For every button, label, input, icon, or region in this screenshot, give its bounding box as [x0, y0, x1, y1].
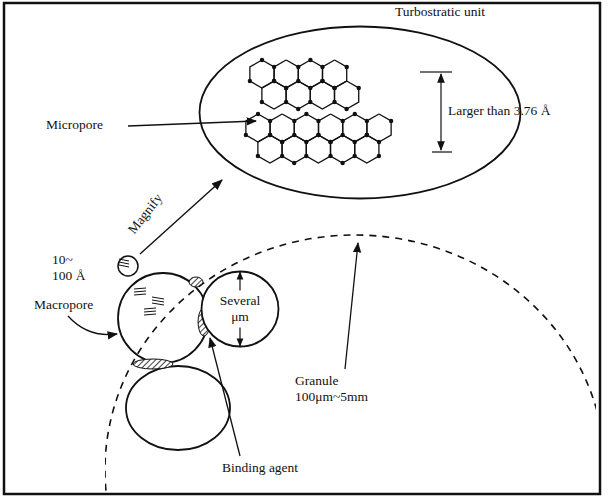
- granule-outline: [105, 233, 596, 492]
- spacing-label: Larger than 3.76 Å: [448, 103, 550, 119]
- macropore-arrow: [68, 316, 117, 335]
- granule-label: Granule 100μm~5mm: [295, 373, 377, 404]
- turbostratic-marks: [119, 259, 164, 315]
- micro-unit-circle: [118, 256, 138, 276]
- macropore-label: Macropore: [34, 297, 93, 313]
- particle-circle: Several μm: [200, 270, 280, 348]
- size-range-label: 10~ 100 Å: [52, 252, 96, 283]
- turbostratic-unit: Turbostratic unitLarger than 3.76 Å: [198, 25, 522, 200]
- magnify-label: Magnify: [125, 191, 166, 237]
- graphite-layers: [244, 58, 394, 165]
- binding-arrow: [210, 338, 240, 456]
- micropore-label: Micropore: [46, 117, 103, 133]
- binding-agent-label: Binding agent: [222, 460, 298, 476]
- unit-title: Turbostratic unit: [395, 4, 485, 20]
- spacing-dimension: [420, 72, 452, 152]
- granule: Granule 100μm~5mm Several μm: [105, 233, 596, 492]
- binding-agent-patches: [133, 277, 210, 369]
- size-label: Several μm: [213, 293, 267, 324]
- micropore-arrow: [128, 121, 256, 126]
- frame: [4, 3, 600, 494]
